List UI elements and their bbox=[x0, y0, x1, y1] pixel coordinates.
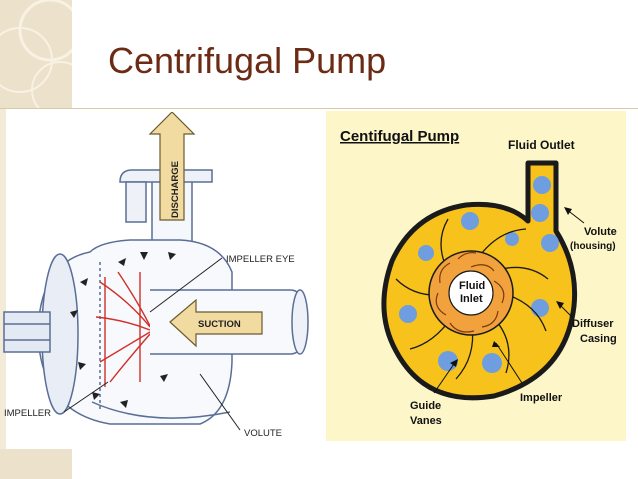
pump-cross-section-diagram: Centifugal Pump Fluid Outlet bbox=[326, 111, 626, 441]
slide-title: Centrifugal Pump bbox=[108, 40, 387, 81]
guide-vanes-label-line1: Guide bbox=[410, 400, 441, 412]
impeller-label: IMPELLER bbox=[4, 408, 51, 419]
impeller-eye-callout: IMPELLER EYE bbox=[149, 254, 295, 313]
impeller-blades bbox=[435, 252, 505, 333]
volute-label: VOLUTE bbox=[244, 428, 282, 439]
discharge-arrow: DISCHARGE bbox=[148, 111, 196, 221]
fluid-bubbles bbox=[399, 176, 559, 373]
pump-casing bbox=[3, 239, 233, 425]
diffuser-callout: Diffuser Casing bbox=[556, 301, 617, 345]
fluid-outlet-label: Fluid Outlet bbox=[508, 138, 575, 152]
fluid-inlet-label-line1: Fluid bbox=[459, 280, 485, 292]
impeller-eye-label: IMPELLER EYE bbox=[226, 254, 295, 265]
volute-callout: Volute (housing) bbox=[564, 207, 617, 252]
pump-cutaway-diagram: DISCHARGE bbox=[0, 111, 330, 444]
cross-section-title: Centifugal Pump bbox=[340, 128, 459, 145]
title-divider bbox=[0, 108, 638, 109]
impeller-vanes bbox=[95, 271, 151, 387]
impeller-label: Impeller bbox=[520, 392, 563, 404]
guide-vanes-label-line2: Vanes bbox=[410, 415, 442, 427]
volute-label: Volute bbox=[584, 226, 617, 238]
guide-vanes-callout: Guide Vanes bbox=[410, 359, 458, 427]
fluid-inlet-label-line2: Inlet bbox=[460, 293, 483, 305]
fluid-inlet bbox=[448, 270, 494, 316]
corner-decoration bbox=[0, 0, 72, 108]
flow-arrows bbox=[70, 252, 176, 408]
diffuser-label-line1: Diffuser bbox=[572, 318, 614, 330]
suction-arrow: SUCTION bbox=[169, 298, 263, 348]
diffuser-label-line2: Casing bbox=[580, 333, 617, 345]
corner-decoration-bottom bbox=[0, 449, 72, 479]
impeller-callout: Impeller bbox=[492, 341, 563, 404]
volute-callout: VOLUTE bbox=[199, 373, 282, 439]
suction-label: SUCTION bbox=[198, 319, 241, 330]
decorative-arcs bbox=[0, 0, 72, 108]
discharge-label: DISCHARGE bbox=[170, 161, 181, 218]
left-decor-strip bbox=[0, 108, 6, 449]
housing-label: (housing) bbox=[570, 241, 616, 252]
impeller-callout: IMPELLER bbox=[4, 381, 109, 419]
